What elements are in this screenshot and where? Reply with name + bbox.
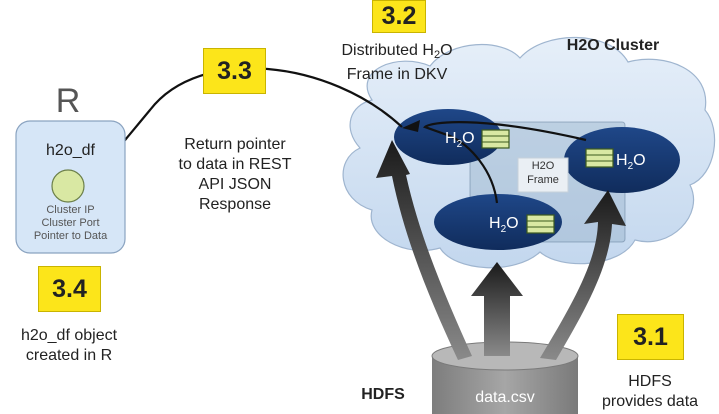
step-badge-3-4: 3.4	[38, 266, 101, 312]
step-3-4-text: h2o_df object created in R	[20, 327, 118, 364]
r-object-detail-ip: Cluster IP	[46, 204, 95, 216]
node-label-left: H2O	[445, 130, 475, 150]
frame-label-bg	[517, 157, 569, 193]
h2o-node-right	[564, 127, 680, 193]
r-object-name: h2o_df	[46, 142, 95, 159]
data-chunk-icon	[526, 214, 555, 234]
step-badge-3-3: 3.3	[203, 48, 266, 94]
step-badge-3-1: 3.1	[617, 314, 684, 360]
r-object-detail-pointer: Pointer to Data	[33, 230, 108, 242]
hdfs-file-name: data.csv	[475, 389, 535, 406]
step-badge-3-2: 3.2	[372, 0, 426, 33]
step-3-2-text: Distributed H2O Frame in DKV	[341, 42, 453, 83]
step-3-1-text: HDFS provides data	[601, 373, 699, 410]
hdfs-label: HDFS	[361, 386, 405, 403]
r-object-detail-port: Cluster Port	[41, 217, 100, 229]
data-chunk-icon	[481, 129, 510, 149]
h2o-cluster-cloud	[342, 36, 716, 269]
r-object-circle	[51, 169, 85, 203]
step-3-3-text: Return pointer to data in REST API JSON …	[178, 136, 292, 213]
node-label-bottom: H2O	[489, 215, 519, 235]
node-label-right: H2O	[616, 152, 646, 172]
r-title: R	[55, 82, 81, 120]
hdfs-upload-arrows	[376, 140, 626, 360]
internal-return-arrow	[422, 121, 587, 204]
h2o-node-bottom	[434, 194, 562, 250]
cluster-title: H2O Cluster	[566, 37, 660, 54]
data-chunk-icon	[585, 148, 614, 168]
frame-label: H2O Frame	[527, 160, 559, 186]
